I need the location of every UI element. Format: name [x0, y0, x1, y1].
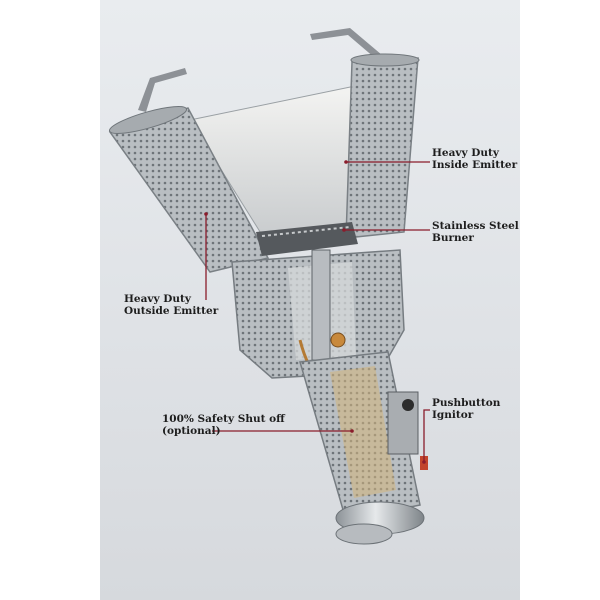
burner-shape [256, 222, 358, 256]
leader-inside-emitter-dot [344, 160, 348, 164]
leader-ignitor-dot [422, 460, 426, 464]
leader-outside-emitter-dot [204, 212, 208, 216]
left-bracket [138, 68, 187, 112]
leader-burner-dot [342, 228, 346, 232]
ignitor-box [387, 391, 419, 455]
leader-shutoff-dot [350, 429, 354, 433]
leader-ignitor [423, 409, 430, 462]
right-bracket [310, 28, 388, 64]
inside-emitter-shape [345, 57, 419, 239]
leader-lines [204, 160, 430, 464]
callout-shutoff: 100% Safety Shut off(optional) [162, 413, 285, 437]
